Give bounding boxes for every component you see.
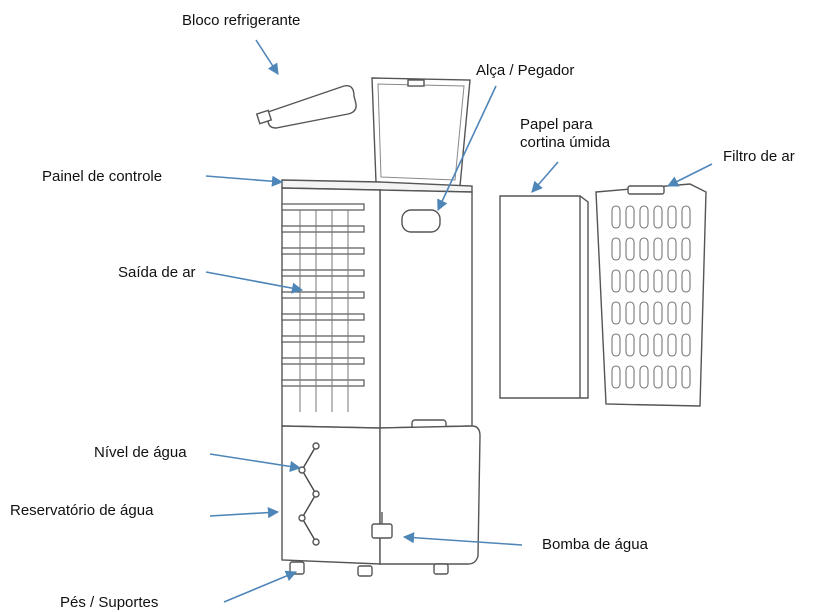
arrow-air-outlet	[205, 271, 304, 294]
label-water-tank: Reservatório de água	[10, 502, 154, 519]
lid-drawing	[371, 77, 471, 187]
arrow-feet	[223, 570, 298, 603]
label-control-panel: Painel de controle	[42, 168, 163, 185]
label-water-pump: Bomba de água	[542, 536, 648, 553]
cooler-body-drawing	[281, 179, 473, 439]
label-air-filter: Filtro de ar	[723, 148, 795, 165]
water-pump-drawing	[371, 523, 393, 539]
coolant-block-drawing	[255, 85, 357, 129]
label-feet: Pés / Suportes	[60, 594, 159, 611]
label-water-level: Nível de água	[94, 444, 187, 461]
arrow-water-tank	[209, 507, 280, 519]
arrow-handle	[437, 85, 497, 212]
air-filter-drawing	[595, 183, 707, 407]
arrow-control-panel	[205, 175, 284, 187]
handle-drawing	[401, 209, 441, 233]
arrow-coolant-block	[255, 39, 279, 75]
water-tank-drawing	[281, 425, 481, 565]
wet-curtain-drawing	[499, 195, 589, 399]
arrow-water-level	[209, 453, 302, 472]
label-handle: Alça / Pegador	[476, 62, 575, 79]
label-air-outlet: Saída de ar	[118, 264, 196, 281]
arrow-air-filter	[666, 163, 713, 187]
label-coolant-block: Bloco refrigerante	[182, 12, 301, 29]
label-wet-curtain: Papel para cortina úmida	[520, 116, 611, 151]
arrow-water-pump	[402, 532, 523, 546]
arrow-wet-curtain	[531, 161, 559, 193]
